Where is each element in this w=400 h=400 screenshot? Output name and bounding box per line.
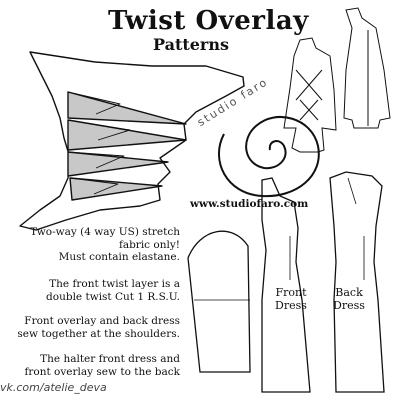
note-line: double twist Cut 1 R.S.U.	[46, 290, 180, 303]
twist-band-2	[67, 119, 187, 151]
label-line: Dress	[333, 299, 365, 312]
back-neck-mark	[347, 177, 357, 205]
twist-fold-lines	[67, 91, 131, 195]
note-twist-layer: The front twist layer is a double twist …	[0, 278, 180, 303]
label-line: Back	[335, 286, 363, 299]
source-tag: vk.com/atelie_deva	[0, 381, 107, 394]
note-shoulders: Front overlay and back dress sew togethe…	[0, 315, 180, 340]
note-line: The halter front dress and	[40, 353, 180, 365]
page-subtitle: Patterns	[153, 35, 229, 54]
twist-band-4	[69, 177, 163, 201]
label-line: Dress	[275, 299, 307, 312]
front-dress-label: Front Dress	[271, 286, 311, 312]
label-line: Front	[275, 286, 307, 299]
website-url: www.studiofaro.com	[190, 198, 309, 210]
page-title: Twist Overlay	[108, 6, 309, 36]
note-line: front overlay sew to the back	[24, 365, 181, 378]
note-halter: The halter front dress and front overlay…	[0, 353, 181, 378]
twist-band-3	[67, 151, 169, 177]
front-dress-illustration	[283, 37, 337, 153]
back-dress-piece	[329, 171, 385, 393]
spiral-mark	[218, 116, 320, 198]
note-line: Must contain elastane.	[58, 251, 180, 263]
note-line: fabric only!	[118, 238, 180, 251]
dress-illustrations	[283, 7, 391, 153]
note-line: The front twist layer is a	[49, 278, 180, 290]
back-dress-label: Back Dress	[329, 286, 369, 312]
note-line: Front overlay and back dress	[24, 315, 180, 327]
twist-overlay-piece	[19, 51, 245, 231]
front-dress-piece	[261, 177, 311, 393]
note-line: Two-way (4 way US) stretch	[30, 226, 180, 238]
twist-band-1	[67, 91, 187, 125]
sleeve-piece	[187, 230, 251, 373]
back-dress-illustration	[343, 7, 391, 129]
front-twist-lines	[295, 69, 323, 121]
note-line: sew together at the shoulders.	[17, 327, 180, 340]
note-fabric: Two-way (4 way US) stretch fabric only! …	[0, 226, 180, 264]
